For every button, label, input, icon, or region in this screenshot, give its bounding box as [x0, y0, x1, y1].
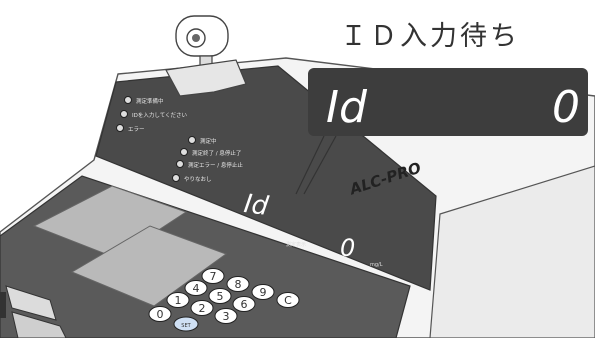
- display-callout: Id 0: [308, 68, 588, 136]
- key-5[interactable]: 5: [217, 290, 224, 303]
- display-label: 測定表示: [286, 241, 306, 248]
- device-side: [429, 165, 595, 338]
- sub-display: 0: [340, 234, 355, 262]
- indicator-label-7: やりなおし: [184, 175, 212, 183]
- front-panel: [95, 65, 437, 291]
- callout-left-value: Id: [326, 82, 368, 133]
- callout-line-1: [295, 135, 325, 195]
- key-c[interactable]: C: [284, 294, 292, 307]
- key-4[interactable]: 4: [193, 282, 200, 295]
- key-6[interactable]: 6: [241, 298, 248, 311]
- key-9[interactable]: 9: [260, 286, 267, 299]
- key-8[interactable]: 8: [235, 278, 242, 291]
- unit-label: mg/L: [370, 262, 383, 268]
- indicator-label-6: 測定エラー / 息停止止: [188, 161, 243, 169]
- indicator-label-1: 測定準備中: [136, 97, 164, 105]
- indicator-label-4: 測定中: [200, 137, 217, 145]
- key-2[interactable]: 2: [199, 302, 206, 315]
- indicator-label-3: エラー: [128, 126, 145, 133]
- card-slot: [0, 285, 67, 338]
- key-set[interactable]: SET: [181, 323, 191, 329]
- webcam-icon: [165, 15, 247, 97]
- key-7[interactable]: 7: [210, 270, 217, 283]
- keypad: 7 8 9 C 4 5 6 1 2 3 0: [148, 268, 300, 332]
- key-0[interactable]: 0: [157, 308, 164, 321]
- key-1[interactable]: 1: [175, 294, 182, 307]
- key-3[interactable]: 3: [223, 310, 230, 323]
- main-display: Id: [242, 189, 271, 222]
- pad-left: [32, 185, 188, 259]
- callout-line-2: [303, 135, 337, 195]
- indicator-label-5: 測定終了 / 息停止了: [192, 149, 241, 157]
- callout-right-value: 0: [552, 82, 580, 133]
- indicator-lamps: [116, 96, 196, 182]
- pad-right: [70, 225, 228, 307]
- indicator-label-2: IDを入力してください: [132, 111, 188, 119]
- page-title: ＩＤ入力待ち: [340, 21, 520, 52]
